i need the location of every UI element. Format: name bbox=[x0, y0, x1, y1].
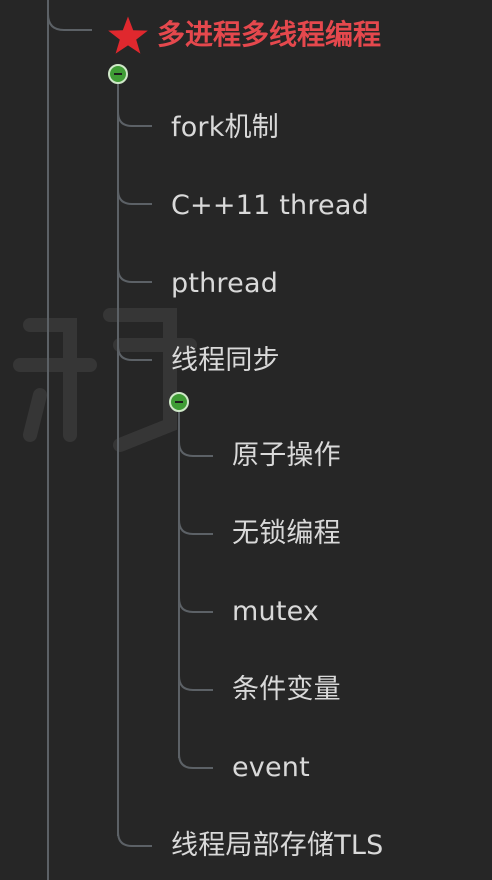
node-atomic-ops[interactable]: 原子操作 bbox=[232, 440, 341, 471]
root-node-label[interactable]: 多进程多线程编程 bbox=[157, 18, 382, 51]
node-thread-local-storage[interactable]: 线程局部存储TLS bbox=[171, 830, 384, 861]
minus-circle-icon[interactable] bbox=[169, 392, 189, 412]
node-event[interactable]: event bbox=[232, 752, 310, 783]
minus-circle-icon[interactable] bbox=[108, 64, 128, 84]
node-cpp11-thread[interactable]: C++11 thread bbox=[171, 190, 369, 221]
node-pthread[interactable]: pthread bbox=[171, 268, 279, 299]
node-lock-free[interactable]: 无锁编程 bbox=[232, 518, 341, 549]
node-mutex[interactable]: mutex bbox=[232, 596, 320, 627]
node-fork[interactable]: fork机制 bbox=[171, 112, 279, 143]
node-thread-sync[interactable]: 线程同步 bbox=[171, 345, 280, 376]
node-condition-variable[interactable]: 条件变量 bbox=[232, 674, 341, 705]
star-icon bbox=[108, 16, 148, 54]
watermark-graphic bbox=[13, 308, 197, 452]
